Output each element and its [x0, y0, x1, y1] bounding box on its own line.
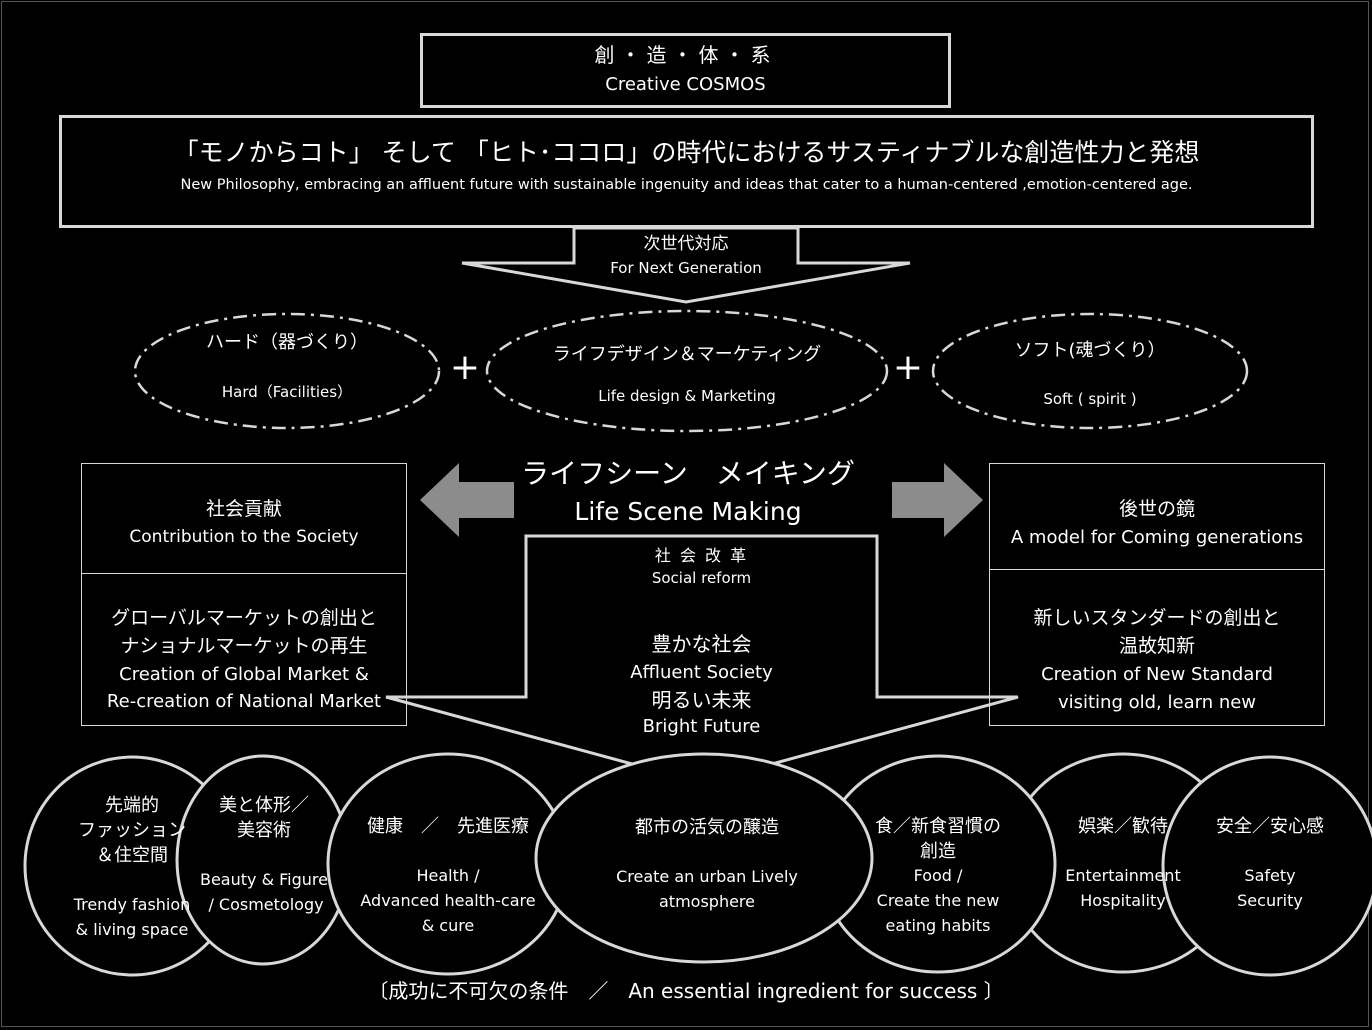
circle-fashion-jp-1: 先端的: [105, 795, 159, 816]
philosophy-en: New Philosophy, embracing an affluent fu…: [180, 177, 1193, 193]
circle-urban-en-1: Create an urban Lively: [616, 867, 798, 886]
oval-hard-jp: ハード（器づくり）: [206, 332, 368, 353]
circle-health: [326, 752, 570, 976]
oval-life-design-en: Life design & Marketing: [598, 387, 776, 405]
life-scene-en: Life Scene Making: [574, 497, 802, 526]
oval-soft: [931, 312, 1249, 430]
next-generation-en: For Next Generation: [610, 259, 762, 277]
contribution-jp: 社会貢献: [205, 498, 282, 520]
oval-hard-en: Hard（Facilities）: [221, 383, 353, 401]
global-market-jp-1: グローバルマーケットの創出と: [111, 607, 377, 629]
new-standard-jp-1: 新しいスタンダードの創出と: [1033, 607, 1281, 629]
life-scene-jp: ライフシーン メイキング: [521, 457, 855, 490]
circle-entertainment-jp: 娯楽／歓待: [1078, 816, 1168, 837]
circle-urban-en-2: atmosphere: [659, 892, 755, 911]
left-arrow: [420, 463, 514, 537]
circle-fashion-en-1: Trendy fashion: [73, 895, 191, 914]
circle-health-jp: 健康 ／ 先進医療: [367, 816, 529, 837]
model-box: [989, 463, 1325, 726]
oval-life-design: [485, 309, 889, 433]
circle-fashion-jp-2: ファッション: [78, 820, 186, 841]
circle-food-en-1: Food /: [913, 866, 963, 885]
affluent-society-en: Affluent Society: [630, 662, 773, 683]
title-en: Creative COSMOS: [605, 74, 766, 95]
oval-soft-en: Soft ( spirit ): [1043, 390, 1137, 408]
circle-food-jp-1: 食／新食習慣の: [875, 816, 1001, 837]
circle-health-en-3: & cure: [421, 916, 475, 935]
oval-hard: [133, 312, 441, 430]
circle-beauty: [175, 754, 351, 966]
plus-sign-2: +: [892, 347, 924, 388]
circle-health-en-2: Advanced health-care: [360, 891, 536, 910]
contribution-box: [81, 463, 407, 726]
circle-safety-en-2: Security: [1237, 891, 1303, 910]
oval-soft-jp: ソフト(魂づくり）: [1014, 340, 1166, 361]
footer-caption: 〔成功に不可欠の条件 ／ An essential ingredient for…: [368, 979, 1004, 1003]
next-generation-jp: 次世代対応: [643, 234, 729, 254]
next-generation-arrow: [461, 226, 911, 304]
circle-fashion-jp-3: ＆住空間: [96, 845, 168, 866]
new-standard-jp-2: 温故知新: [1118, 635, 1195, 657]
philosophy-jp: 「モノからコト」 そして 「ヒト･ココロ」の時代におけるサスティナブルな創造性力…: [173, 138, 1200, 167]
circle-urban-jp: 都市の活気の醸造: [635, 817, 779, 838]
global-market-en-1: Creation of Global Market &: [119, 664, 369, 685]
global-market-en-2: Re-creation of National Market: [106, 691, 382, 712]
circle-beauty-jp-1: 美と体形／: [219, 795, 309, 816]
circle-beauty-en-1: Beauty & Figure: [199, 870, 328, 889]
new-standard-en-1: Creation of New Standard: [1041, 664, 1273, 685]
model-divider: [989, 569, 1325, 570]
right-arrow: [892, 463, 983, 537]
contribution-divider: [81, 573, 407, 574]
affluent-society-jp: 豊かな社会: [651, 632, 752, 656]
social-reform-arrow: [385, 534, 1019, 785]
circle-entertainment-en-2: Hospitality: [1080, 891, 1166, 910]
oval-life-design-jp: ライフデザイン＆マーケティング: [552, 344, 822, 365]
circle-beauty-jp-2: 美容術: [237, 820, 291, 841]
circle-safety: [1161, 755, 1372, 977]
social-reform-jp: 社 会 改 革: [654, 546, 749, 565]
social-reform-en: Social reform: [651, 569, 752, 587]
circle-safety-en-1: Safety: [1244, 866, 1296, 885]
global-market-jp-2: ナショナルマーケットの再生: [120, 635, 368, 657]
contribution-en: Contribution to the Society: [129, 527, 359, 547]
circle-food-en-2: Create the new: [876, 891, 1000, 910]
circle-health-en-1: Health /: [416, 866, 480, 885]
plus-sign-1: +: [449, 347, 481, 388]
new-standard-en-2: visiting old, learn new: [1057, 692, 1257, 713]
model-jp: 後世の鏡: [1118, 498, 1195, 520]
circle-food-en-3: eating habits: [885, 916, 991, 935]
circle-beauty-en-2: / Cosmetology: [208, 895, 324, 914]
circle-safety-jp: 安全／安心感: [1216, 816, 1324, 837]
circle-entertainment-en-1: Entertainment: [1065, 866, 1181, 885]
title-jp: 創・造・体・系: [594, 43, 777, 67]
bright-future-en: Bright Future: [642, 716, 761, 737]
model-en: A model for Coming generations: [1010, 527, 1304, 548]
circle-fashion-en-2: & living space: [75, 920, 189, 939]
bright-future-jp: 明るい未来: [651, 688, 752, 712]
title-box: [420, 33, 951, 108]
circle-urban: [534, 752, 874, 964]
circle-food-jp-2: 創造: [920, 841, 956, 862]
